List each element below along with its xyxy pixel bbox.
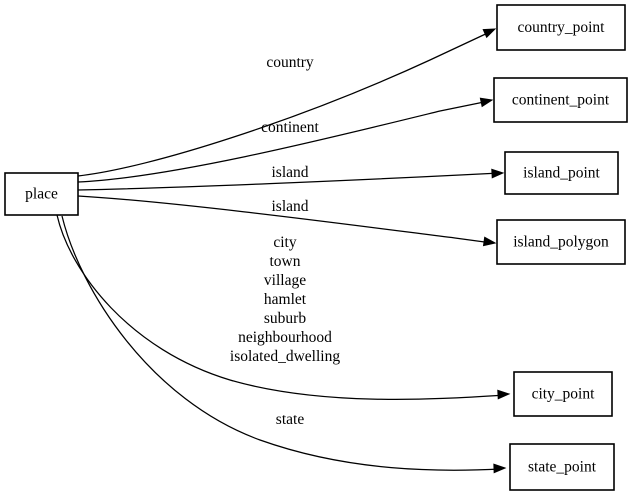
edge-line — [77, 172, 501, 191]
node-box[interactable] — [513, 371, 613, 417]
graph-edge-place-to-country_point: country — [77, 28, 497, 177]
edge-label: state — [276, 411, 305, 428]
graph-node-place[interactable]: place — [4, 172, 79, 216]
node-label: continent_point — [512, 92, 610, 109]
graph-edge-place-to-city_point: city town village hamlet suburb neighbourhood… — [56, 214, 511, 401]
node-label: island_polygon — [513, 234, 609, 251]
edge-label: island — [271, 198, 308, 215]
node-box[interactable] — [496, 4, 626, 51]
edge-label: island — [271, 164, 308, 181]
edge-label: country — [266, 54, 314, 71]
edge-label-line: country — [266, 54, 314, 71]
graph-edge-place-to-continent_point: continent — [77, 97, 494, 183]
node-box[interactable] — [504, 151, 619, 195]
arrowhead-icon — [491, 168, 505, 179]
graph-node-state_point[interactable]: state_point — [509, 443, 615, 491]
edge-line — [77, 100, 490, 183]
graph-node-continent_point[interactable]: continent_point — [493, 77, 628, 123]
edge-line — [61, 215, 502, 471]
graph-node-city_point[interactable]: city_point — [513, 371, 613, 417]
edge-label-line: continent — [261, 119, 319, 136]
arrowhead-icon — [482, 28, 497, 39]
edge-label-line: hamlet — [264, 291, 307, 308]
arrowhead-icon — [493, 463, 507, 474]
edge-label-line: city — [273, 234, 296, 251]
edge-label-line: neighbourhood — [238, 329, 332, 346]
graph-edge-place-to-island_polygon: island — [77, 195, 497, 247]
graph-node-island_polygon[interactable]: island_polygon — [496, 219, 626, 265]
graph-edge-place-to-island_point: island — [77, 164, 505, 191]
edge-label-line: state — [276, 411, 305, 428]
node-label: island_point — [523, 165, 600, 182]
edge-label-line: island — [271, 164, 308, 181]
edge-label-line: town — [270, 253, 301, 270]
edge-label: continent — [261, 119, 319, 136]
edge-line — [77, 30, 493, 177]
node-label: place — [25, 186, 58, 203]
node-label: city_point — [532, 386, 596, 403]
edge-label-line: village — [264, 272, 306, 289]
graph-node-island_point[interactable]: island_point — [504, 151, 619, 195]
arrowhead-icon — [482, 236, 497, 247]
edge-label-line: isolated_dwelling — [230, 348, 340, 365]
node-box[interactable] — [493, 77, 628, 123]
arrowhead-icon — [497, 389, 511, 400]
arrowhead-icon — [479, 97, 494, 108]
node-box[interactable] — [4, 172, 79, 216]
node-box[interactable] — [509, 443, 615, 491]
node-label: state_point — [528, 459, 597, 476]
graph-edge-place-to-state_point: state — [61, 215, 507, 474]
graph-node-country_point[interactable]: country_point — [496, 4, 626, 51]
edge-label: city town village hamlet suburb neighbourhood… — [230, 234, 340, 365]
node-label: country_point — [518, 19, 606, 36]
node-box[interactable] — [496, 219, 626, 265]
edge-label-line: island — [271, 198, 308, 215]
edge-label-line: suburb — [264, 310, 306, 327]
edge-line — [77, 195, 493, 244]
